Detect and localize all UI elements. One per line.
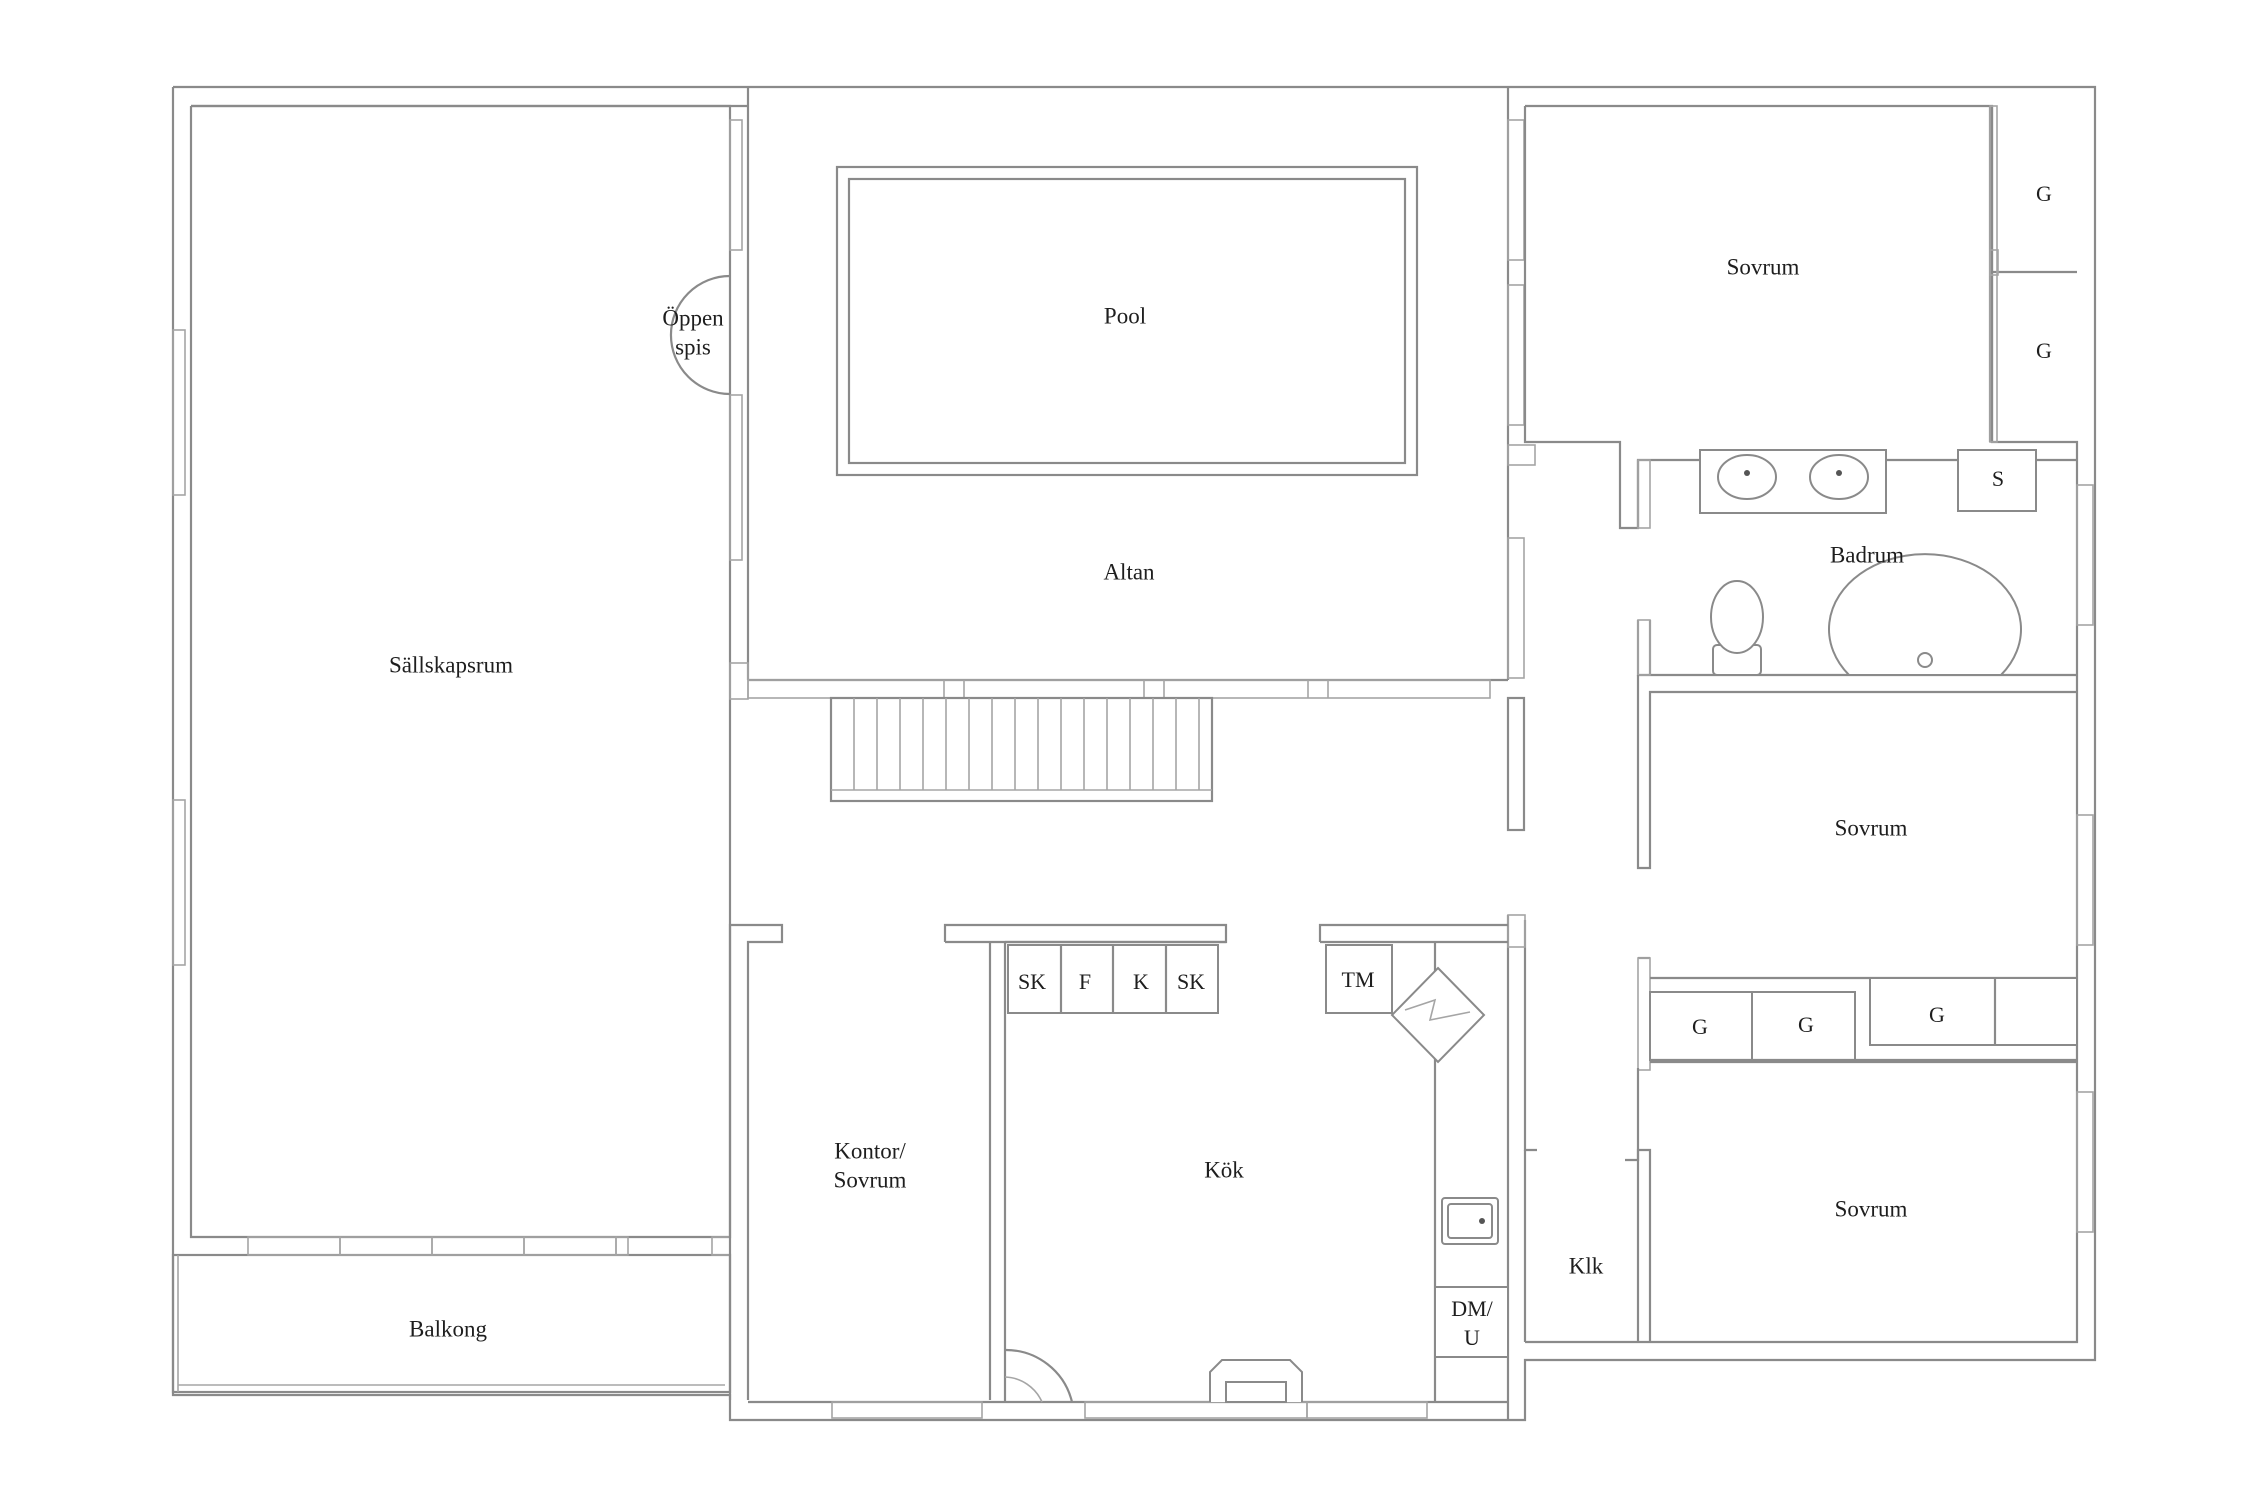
outer-walls [171,85,2097,1422]
stairs-icon [829,696,1214,803]
closet-row [1649,977,2078,1064]
label-kitchen: Kök [1204,1157,1244,1182]
office-walls [728,923,1007,1419]
shower-fixture [1957,449,2037,512]
label-bedroom-1: Sovrum [1727,254,1800,279]
label-altan: Altan [1103,559,1155,584]
label-tm: TM [1342,967,1375,992]
fireplace-icon [669,274,731,396]
toilet-icon [1710,580,1764,676]
label-fireplace-line1: Öppen [662,305,724,330]
sink-icon [1699,449,1887,514]
fixture-labels: G G S G G G SK F K SK TM DM/ U [1018,181,2052,1350]
pool-outline [835,165,1419,477]
label-office-line2: Sovrum [834,1167,907,1192]
label-bathroom: Badrum [1830,542,1904,567]
label-closet-g2: G [2036,338,2052,363]
chimney-icon [1209,1359,1303,1403]
kitchen-sink-icon [1441,1197,1499,1245]
terrace-walls [729,87,1536,832]
label-cabinet-sk2: SK [1177,969,1205,994]
label-closet-g3: G [1692,1014,1708,1039]
label-cabinet-k: K [1133,969,1149,994]
label-dmu-line1: DM/ [1451,1296,1493,1321]
bathtub-icon [1828,553,2022,676]
label-fireplace-line2: spis [675,334,711,359]
room-labels: Sällskapsrum Pool Altan Öppen spis Sovru… [389,254,1908,1341]
label-bedroom-2: Sovrum [1835,815,1908,840]
stove-icon [1390,966,1486,1064]
label-cabinet-sk1: SK [1018,969,1046,994]
label-bedroom-3: Sovrum [1835,1196,1908,1221]
door-swing-icon [1004,1348,1074,1403]
label-klk: Klk [1569,1253,1604,1278]
label-closet-g1: G [2036,181,2052,206]
label-shower-s: S [1992,466,2004,491]
label-dmu-line2: U [1464,1325,1480,1350]
label-pool: Pool [1104,303,1146,328]
label-cabinet-f: F [1079,969,1091,994]
living-room-walls [171,104,743,1394]
label-closet-g5: G [1929,1002,1945,1027]
label-closet-g4: G [1798,1012,1814,1037]
label-office-line1: Kontor/ [834,1138,906,1163]
label-sallskapsrum: Sällskapsrum [389,652,513,677]
label-balcony: Balkong [409,1316,487,1341]
kitchen-cabinets [1007,944,1509,1358]
